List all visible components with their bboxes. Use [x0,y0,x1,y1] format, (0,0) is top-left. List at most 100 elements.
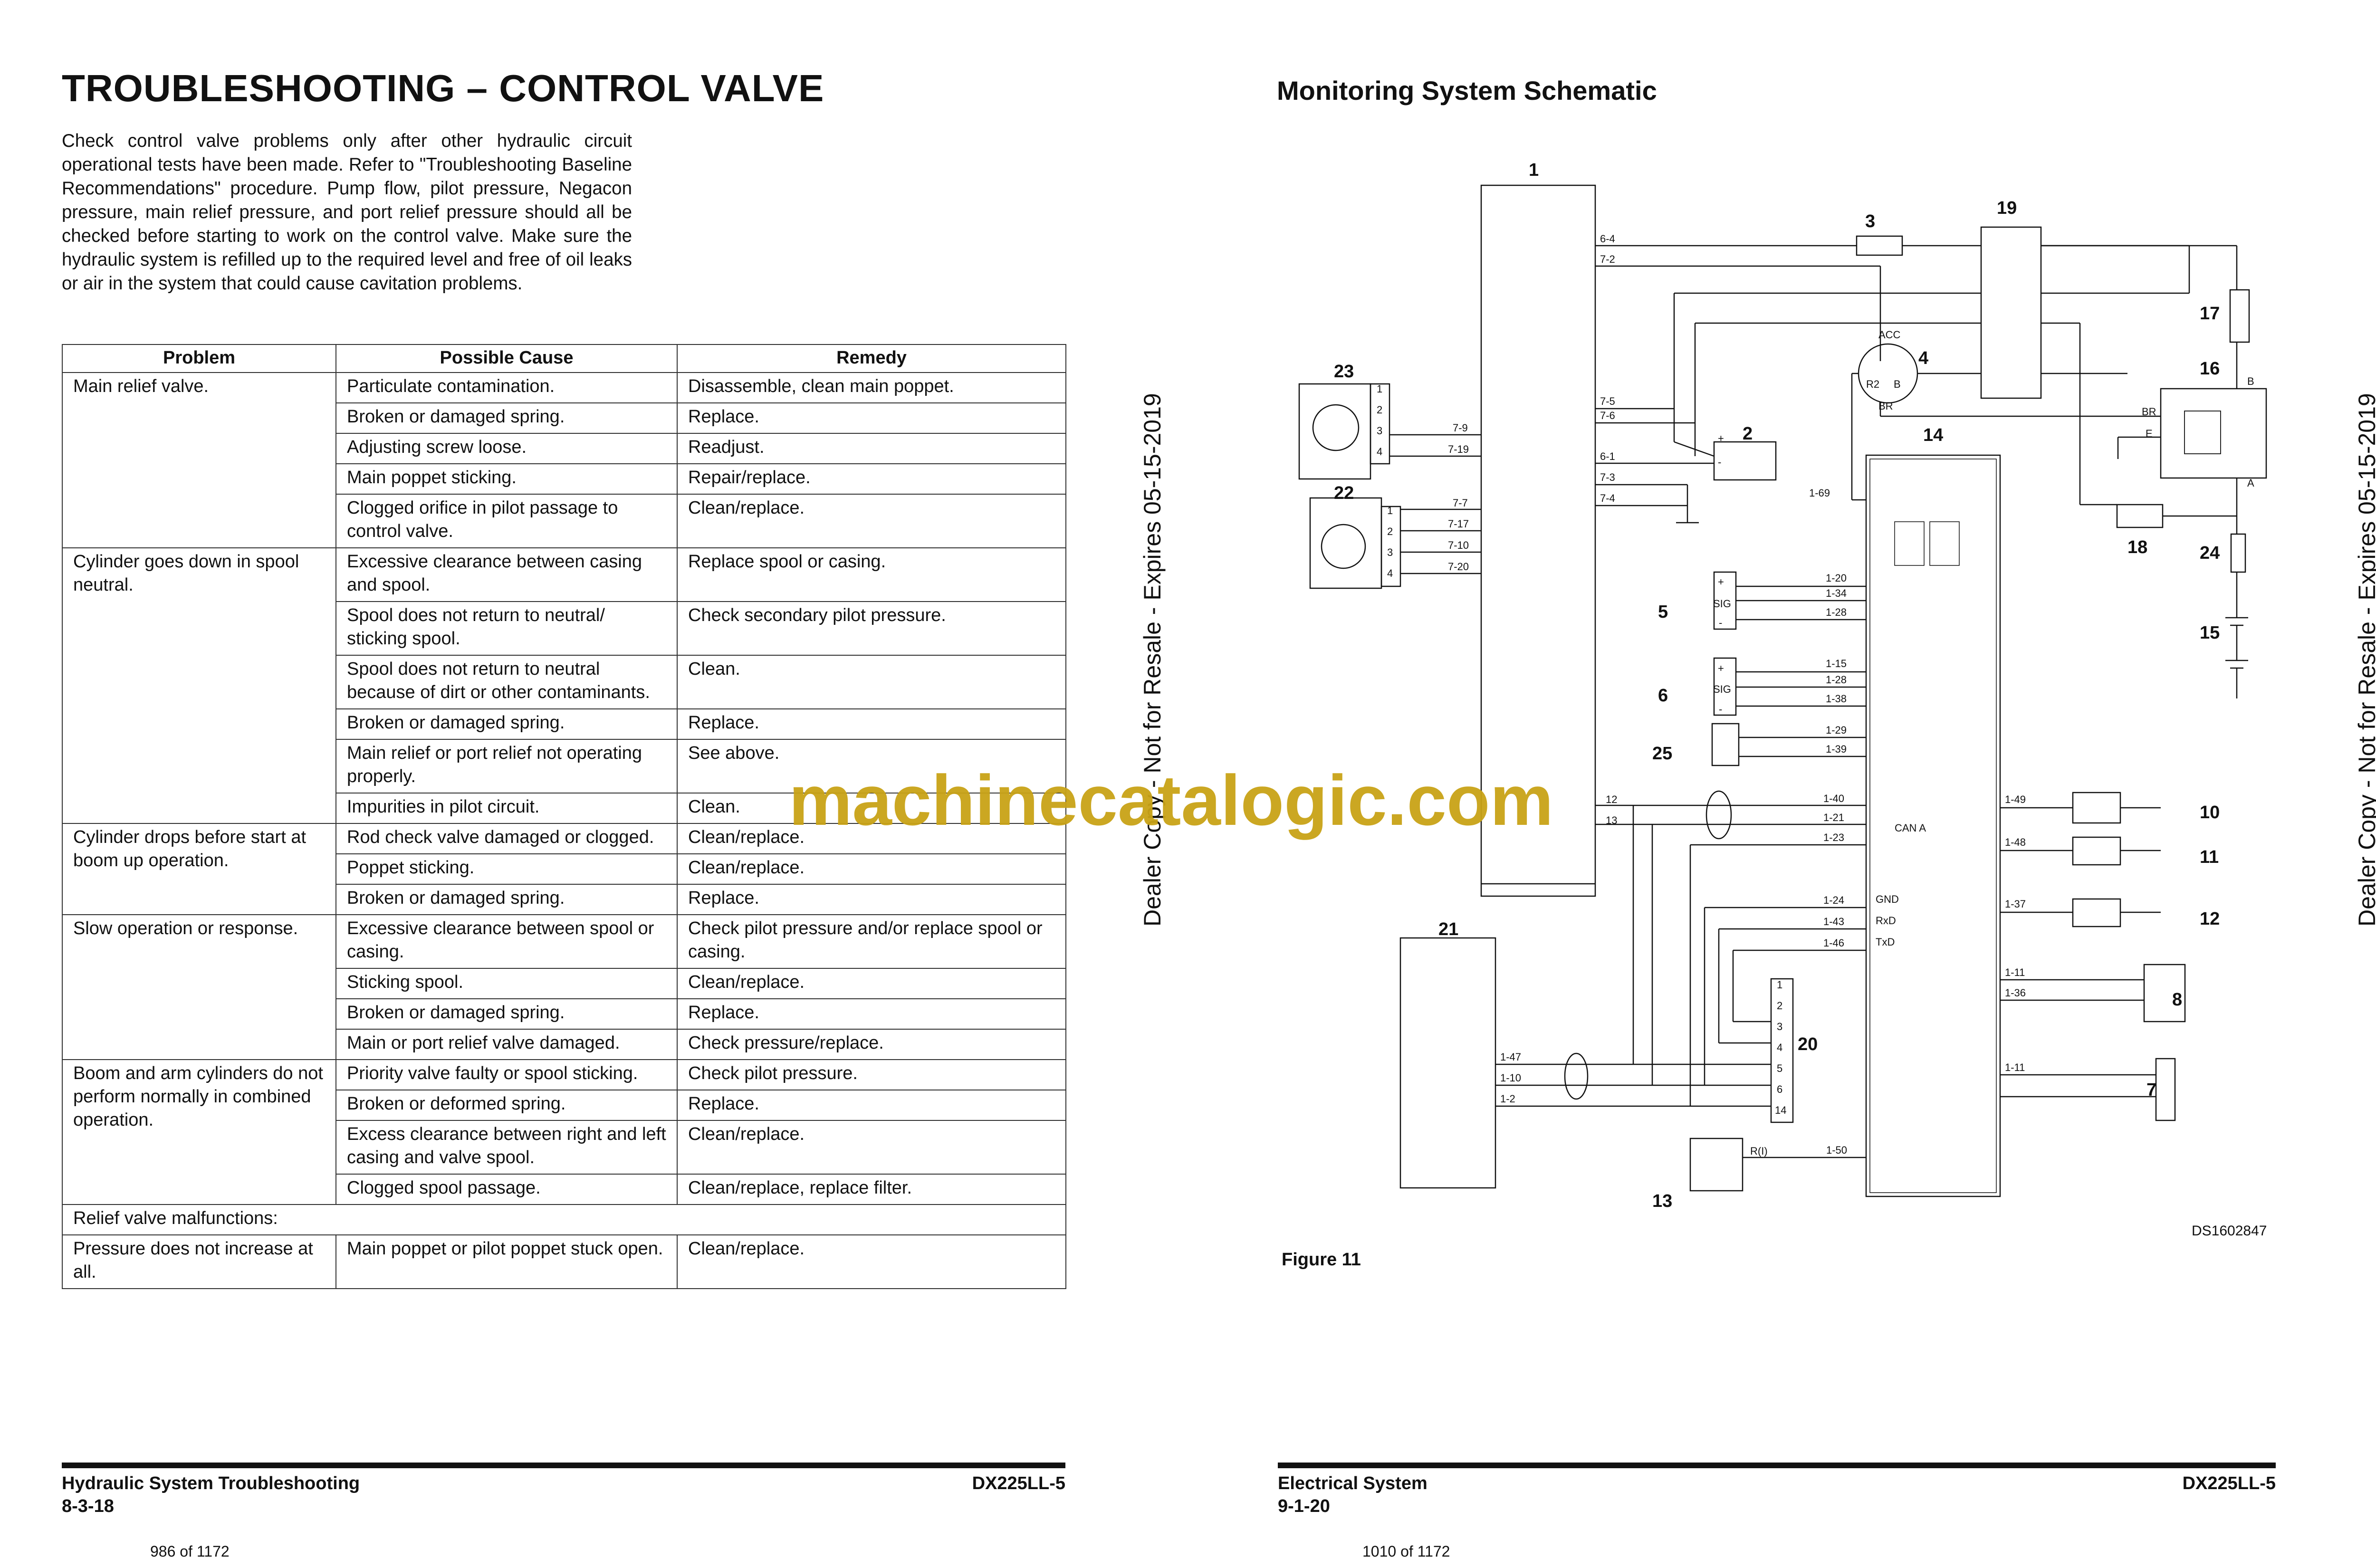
table-row: Main or port relief valve damaged.Check … [62,1029,1066,1060]
terminal-label: SIG [1713,683,1731,695]
table-row: Clogged spool passage.Clean/replace, rep… [62,1174,1066,1205]
wire-label: 1-11 [2005,966,2025,978]
lamp-11 [2072,836,2121,866]
problem-cell: Slow operation or response. [62,914,336,1060]
wire-label: 1-40 [1823,793,1844,804]
component-number-label: 14 [1923,425,1943,445]
wire-label: 7-9 [1453,422,1468,434]
wire-label: 7-5 [1600,395,1615,407]
remedy-cell: Clean/replace. [677,968,1066,999]
remedy-cell: Repair/replace. [677,463,1066,495]
cause-cell: Rod check valve damaged or clogged. [335,823,678,854]
wire-label: 1-37 [2005,898,2026,910]
terminal-label: 1 [1777,979,1782,991]
fuse-box-19 [1980,226,2042,399]
terminal-label: 3 [1387,546,1393,558]
wire-label: 7-2 [1600,253,1615,265]
table-row: Sticking spool.Clean/replace. [62,968,1066,999]
footer-title: Electrical System [1278,1473,1428,1493]
terminal-label: TxD [1876,936,1895,948]
footer-title: Hydraulic System Troubleshooting [62,1473,360,1493]
table-header-row: Problem Possible Cause Remedy [62,344,1066,373]
footer-section-number: 9-1-20 [1278,1496,1330,1516]
relay-16 [2160,388,2267,479]
terminal-label: 4 [1387,567,1393,579]
problem-cell: Cylinder goes down in spool neutral. [62,547,336,824]
cause-cell: Main poppet sticking. [335,463,678,495]
terminal-label: 14 [1775,1104,1786,1116]
terminal-label: A [2247,477,2254,489]
wire-label: 7-3 [1600,471,1615,483]
component-number-label: 4 [1918,348,1928,368]
wire-label: 7-19 [1448,443,1469,455]
wire-label: 7-7 [1453,497,1468,509]
cause-cell: Main poppet or pilot poppet stuck open. [335,1234,678,1289]
terminal-label: ACC [1878,329,1901,341]
terminal-label: RxD [1876,915,1896,927]
troubleshooting-table: Problem Possible Cause Remedy Main relie… [62,344,1066,1289]
site-watermark: machinecatalogic.com [789,760,1553,840]
shield-20 [1564,1052,1589,1100]
component-number-label: 19 [1997,198,2017,218]
terminal-label: 1 [1387,505,1393,516]
component-number-label: 7 [2146,1080,2156,1100]
component-number-label: 5 [1658,602,1668,622]
component-number-label: 17 [2200,304,2220,324]
wire-label: 1-15 [1826,658,1847,669]
table-row: Clogged orifice in pilot passage to cont… [62,494,1066,548]
terminal-label: E [2146,428,2153,440]
terminal-label: B [2247,375,2254,387]
column-header-problem: Problem [62,344,336,373]
component-number-label: 12 [2200,909,2220,929]
sensor-25 [1711,723,1740,766]
sensor-7 [2155,1058,2176,1121]
wire-label: 6-4 [1600,233,1615,245]
component-21-box [1399,937,1496,1189]
remedy-cell: Check pilot pressure and/or replace spoo… [677,914,1066,969]
remedy-cell: Check pressure/replace. [677,1029,1066,1060]
wire-label: 7-17 [1448,518,1469,530]
cause-cell: Clogged spool passage. [335,1174,678,1205]
wire-label: 1-21 [1823,812,1844,823]
connector-23-pins [1370,383,1390,465]
footer-model: DX225LL-5 [2182,1473,2276,1493]
terminal-label: GND [1876,893,1899,905]
table-row: Broken or damaged spring.Replace. [62,998,1066,1030]
terminal-label: CAN A [1895,822,1926,834]
wire-label: 1-34 [1826,587,1847,599]
remedy-cell: Clean/replace. [677,1234,1066,1289]
terminal-label: 6 [1777,1083,1782,1095]
table-row: Main poppet sticking.Repair/replace. [62,463,1066,495]
digit-display [1929,521,1960,566]
footer-rule [1278,1463,2276,1468]
lamp-12 [2072,898,2121,927]
cause-cell: Excessive clearance between spool or cas… [335,914,678,969]
cause-cell: Impurities in pilot circuit. [335,793,678,824]
cause-cell: Spool does not return to neutral because… [335,655,678,709]
table-row: Boom and arm cylinders do not perform no… [62,1059,1066,1205]
table-row: Spool does not return to neutral because… [62,655,1066,709]
wire-label: 7-4 [1600,492,1615,504]
cause-cell: Broken or deformed spring. [335,1090,678,1121]
table-row: Broken or deformed spring.Replace. [62,1090,1066,1121]
gauge-panel-box [1865,454,2001,1197]
dealer-copy-note-right: Dealer Copy - Not for Resale - Expires 0… [2354,393,2376,927]
wire-label: 1-11 [2005,1061,2025,1073]
remedy-cell: Replace. [677,998,1066,1030]
terminal-label: 5 [1777,1062,1782,1074]
cause-cell: Broken or damaged spring. [335,998,678,1030]
terminal-label: R2 [1866,378,1879,390]
table-row: Poppet sticking.Clean/replace. [62,853,1066,885]
remedy-cell: Replace spool or casing. [677,547,1066,602]
terminal-label: 2 [1377,404,1382,416]
wire-label: 6-1 [1600,450,1615,462]
connector-20 [1770,978,1794,1123]
wire-label: 1-2 [1500,1093,1515,1105]
schematic-title: Monitoring System Schematic [1277,76,1657,105]
table-row: Broken or damaged spring.Replace. [62,402,1066,434]
wire-label: 1-50 [1826,1144,1847,1156]
component-number-label: 11 [2200,847,2219,867]
table-row: Pressure does not increase at all.Main p… [62,1234,1066,1289]
remedy-cell: Clean/replace. [677,823,1066,854]
cause-cell: Excessive clearance between casing and s… [335,547,678,602]
